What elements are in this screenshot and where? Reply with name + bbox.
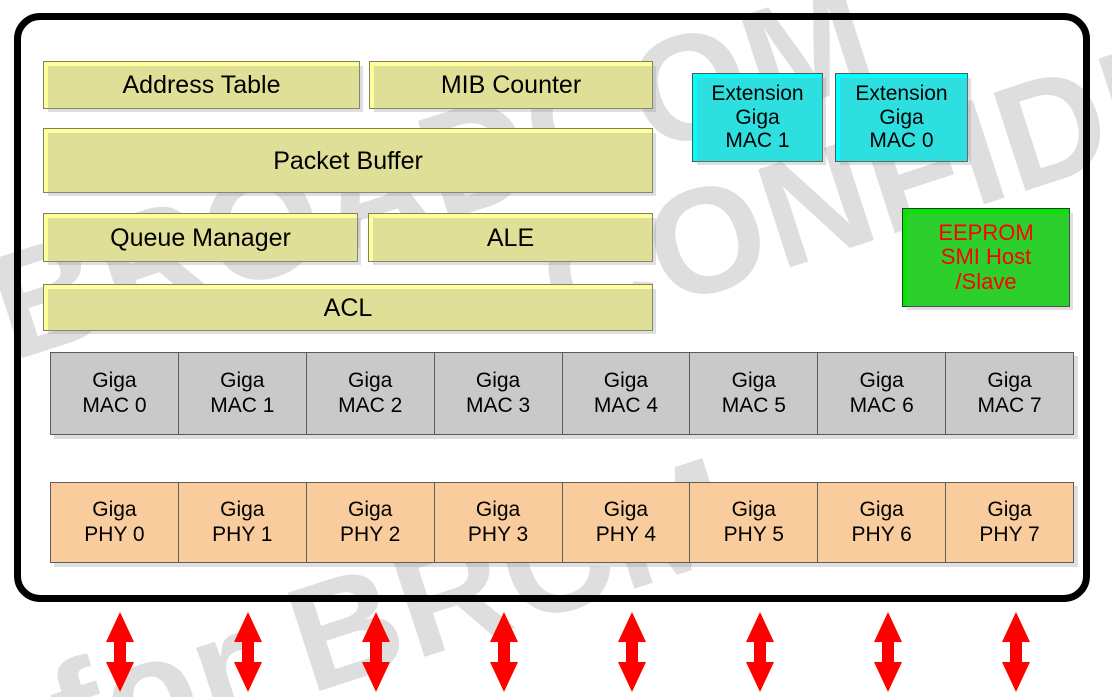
phy-port-7-line-2: PHY 7 <box>979 522 1040 546</box>
chip-boundary-outline <box>14 13 1090 602</box>
eeprom-line-1: EEPROM <box>938 219 1034 245</box>
mac-port-cell-1[interactable]: Giga MAC 1 <box>177 352 307 435</box>
giga-mac-port-strip: Giga MAC 0 Giga MAC 1 Giga MAC 2 Giga MA… <box>50 352 1074 435</box>
phy-port-4-line-1: Giga <box>603 498 649 522</box>
mac-port-0-line-2: MAC 0 <box>82 393 147 417</box>
block-queue-manager-label: Queue Manager <box>110 223 291 252</box>
port-link-arrow-6 <box>874 612 902 692</box>
mac-port-cell-5[interactable]: Giga MAC 5 <box>689 352 819 435</box>
mac-port-0-line-1: Giga <box>92 369 137 393</box>
mac-port-2-line-2: MAC 2 <box>338 393 403 417</box>
block-packet-buffer-label: Packet Buffer <box>273 146 423 175</box>
block-queue-manager[interactable]: Queue Manager <box>43 213 361 265</box>
phy-port-1-line-2: PHY 1 <box>212 522 273 546</box>
mac-port-4-line-1: Giga <box>603 369 649 393</box>
block-extension-giga-mac-0[interactable]: Extension Giga MAC 0 <box>835 73 971 165</box>
phy-port-cell-2[interactable]: Giga PHY 2 <box>305 482 435 563</box>
block-acl-label: ACL <box>323 293 373 322</box>
block-eeprom-smi[interactable]: EEPROM SMI Host /Slave <box>902 208 1073 310</box>
extension-mac-0-line-3: MAC 0 <box>869 129 934 153</box>
extension-mac-1-line-2: Giga <box>735 105 780 129</box>
mac-port-6-line-2: MAC 6 <box>849 393 914 417</box>
phy-port-cell-7[interactable]: Giga PHY 7 <box>945 482 1074 563</box>
giga-phy-port-strip: Giga PHY 0 Giga PHY 1 Giga PHY 2 Giga PH… <box>50 482 1074 563</box>
port-link-arrow-0 <box>106 612 134 692</box>
mac-port-6-line-1: Giga <box>859 369 904 393</box>
phy-port-2-line-1: Giga <box>348 498 393 522</box>
block-acl[interactable]: ACL <box>43 284 656 334</box>
mac-port-cell-3[interactable]: Giga MAC 3 <box>433 352 563 435</box>
mac-port-2-line-1: Giga <box>348 369 393 393</box>
mac-port-1-line-1: Giga <box>220 369 265 393</box>
eeprom-line-2: SMI Host <box>940 244 1032 270</box>
mac-port-cell-6[interactable]: Giga MAC 6 <box>817 352 947 435</box>
block-extension-giga-mac-1[interactable]: Extension Giga MAC 1 <box>692 73 826 165</box>
mac-port-3-line-2: MAC 3 <box>465 393 531 417</box>
port-link-arrow-4 <box>618 612 646 692</box>
mac-port-cell-2[interactable]: Giga MAC 2 <box>305 352 435 435</box>
phy-port-7-line-1: Giga <box>987 498 1032 522</box>
mac-port-3-line-1: Giga <box>475 369 521 393</box>
block-mib-counter-label: MIB Counter <box>440 71 582 99</box>
mac-port-cell-4[interactable]: Giga MAC 4 <box>561 352 691 435</box>
mac-port-cell-0[interactable]: Giga MAC 0 <box>50 352 179 435</box>
block-address-table-label: Address Table <box>122 71 281 99</box>
phy-port-cell-0[interactable]: Giga PHY 0 <box>50 482 179 563</box>
block-mib-counter[interactable]: MIB Counter <box>369 61 656 112</box>
phy-port-cell-5[interactable]: Giga PHY 5 <box>689 482 819 563</box>
phy-port-cell-4[interactable]: Giga PHY 4 <box>561 482 691 563</box>
phy-port-0-line-2: PHY 0 <box>84 522 145 546</box>
phy-port-cell-1[interactable]: Giga PHY 1 <box>177 482 307 563</box>
phy-port-6-line-1: Giga <box>859 498 904 522</box>
port-link-arrow-5 <box>746 612 774 692</box>
eeprom-line-3: /Slave <box>955 268 1017 294</box>
phy-port-1-line-1: Giga <box>220 498 265 522</box>
port-link-arrow-2 <box>362 612 390 692</box>
mac-port-5-line-1: Giga <box>731 369 776 393</box>
phy-port-5-line-2: PHY 5 <box>723 522 784 546</box>
phy-port-2-line-2: PHY 2 <box>340 522 401 546</box>
block-ale[interactable]: ALE <box>368 213 656 265</box>
block-ale-label: ALE <box>486 223 535 252</box>
phy-port-cell-3[interactable]: Giga PHY 3 <box>433 482 563 563</box>
extension-mac-1-line-1: Extension <box>711 82 804 106</box>
mac-port-7-line-2: MAC 7 <box>977 393 1042 417</box>
port-link-arrow-3 <box>490 612 518 692</box>
mac-port-cell-7[interactable]: Giga MAC 7 <box>945 352 1074 435</box>
extension-mac-1-line-3: MAC 1 <box>725 129 790 153</box>
phy-port-6-line-2: PHY 6 <box>851 522 912 546</box>
extension-mac-0-line-1: Extension <box>855 82 948 106</box>
phy-port-3-line-2: PHY 3 <box>467 522 529 546</box>
mac-port-7-line-1: Giga <box>987 369 1032 393</box>
mac-port-4-line-2: MAC 4 <box>593 393 659 417</box>
phy-port-3-line-1: Giga <box>475 498 521 522</box>
extension-mac-0-line-2: Giga <box>879 105 924 129</box>
mac-port-1-line-2: MAC 1 <box>210 393 275 417</box>
phy-port-5-line-1: Giga <box>731 498 776 522</box>
phy-port-cell-6[interactable]: Giga PHY 6 <box>817 482 947 563</box>
phy-port-4-line-2: PHY 4 <box>595 522 657 546</box>
port-link-arrow-1 <box>234 612 262 692</box>
block-address-table[interactable]: Address Table <box>43 61 363 112</box>
phy-port-0-line-1: Giga <box>92 498 137 522</box>
mac-port-5-line-2: MAC 5 <box>721 393 786 417</box>
block-packet-buffer[interactable]: Packet Buffer <box>43 128 656 196</box>
port-link-arrow-7 <box>1002 612 1030 692</box>
